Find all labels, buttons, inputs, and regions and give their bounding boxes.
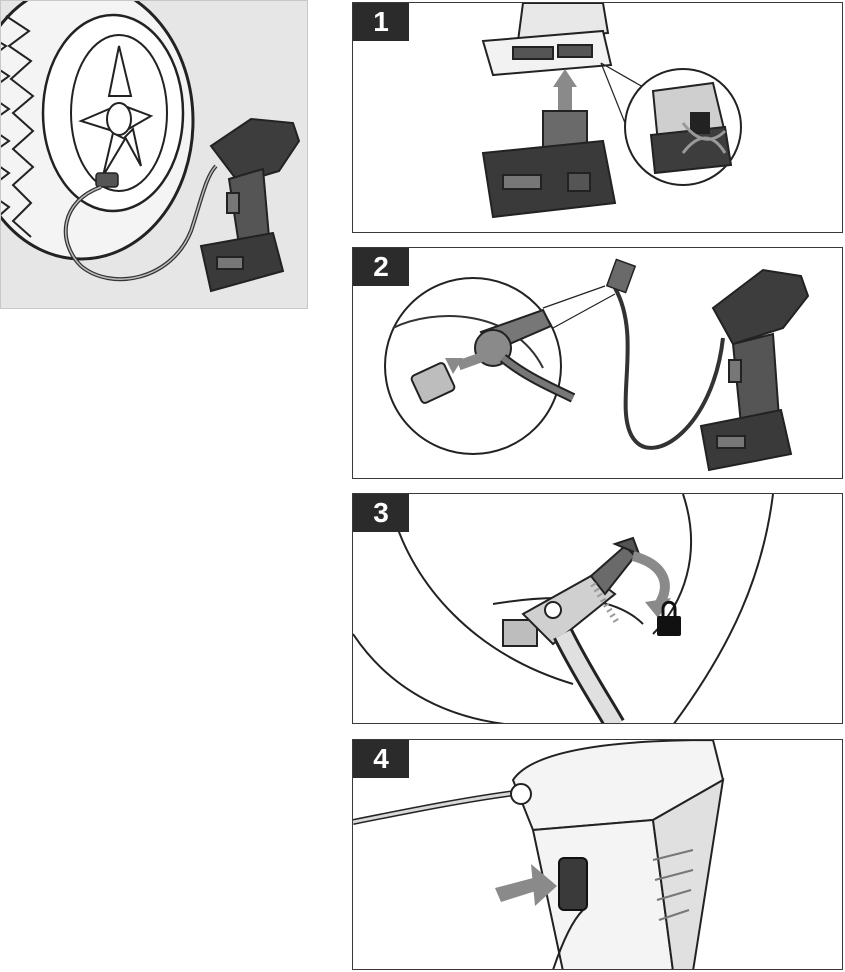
power-button-drawing [353, 740, 843, 970]
step-2-number: 2 [353, 248, 409, 286]
battery-insert-arrow-icon [553, 69, 577, 115]
step-2-panel: 2 [352, 247, 843, 479]
insert-battery-drawing [353, 3, 843, 233]
connect-hose-drawing [353, 248, 843, 479]
lock-lever-drawing [353, 494, 843, 724]
step-1-number: 1 [353, 3, 409, 41]
step-4-number: 4 [353, 740, 409, 778]
overview-illustration [0, 0, 308, 309]
step-3-panel: 3 [352, 493, 843, 724]
tire-and-inflator-drawing [1, 1, 308, 309]
step-4-panel: 4 [352, 739, 843, 970]
step-1-panel: 1 [352, 2, 843, 233]
step-3-number: 3 [353, 494, 409, 532]
